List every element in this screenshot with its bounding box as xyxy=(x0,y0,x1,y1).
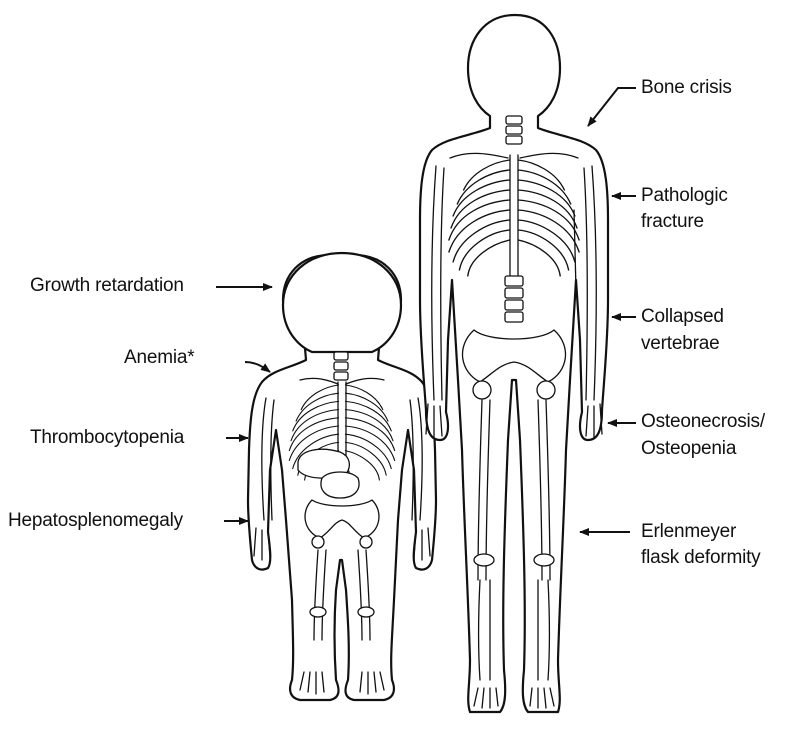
label-pathologic-fracture-line1: Pathologic xyxy=(641,184,728,208)
label-pathologic-fracture-line2: fracture xyxy=(641,210,704,234)
child-figure xyxy=(248,253,436,700)
label-thrombocytopenia: Thrombocytopenia xyxy=(30,426,184,450)
label-hepatosplenomegaly: Hepatosplenomegaly xyxy=(8,509,183,533)
label-collapsed-vertebrae-line1: Collapsed xyxy=(641,305,724,329)
label-growth-retardation: Growth retardation xyxy=(30,274,184,298)
adult-figure xyxy=(420,15,608,712)
label-osteopenia-line2: Osteopenia xyxy=(641,437,736,461)
label-anemia: Anemia* xyxy=(124,346,194,370)
label-erlenmeyer-line1: Erlenmeyer xyxy=(641,520,736,544)
label-erlenmeyer-line2: flask deformity xyxy=(641,546,760,570)
label-osteonecrosis-line1: Osteonecrosis/ xyxy=(641,410,765,434)
label-bone-crisis: Bone crisis xyxy=(641,76,732,100)
label-collapsed-vertebrae-line2: vertebrae xyxy=(641,332,719,356)
